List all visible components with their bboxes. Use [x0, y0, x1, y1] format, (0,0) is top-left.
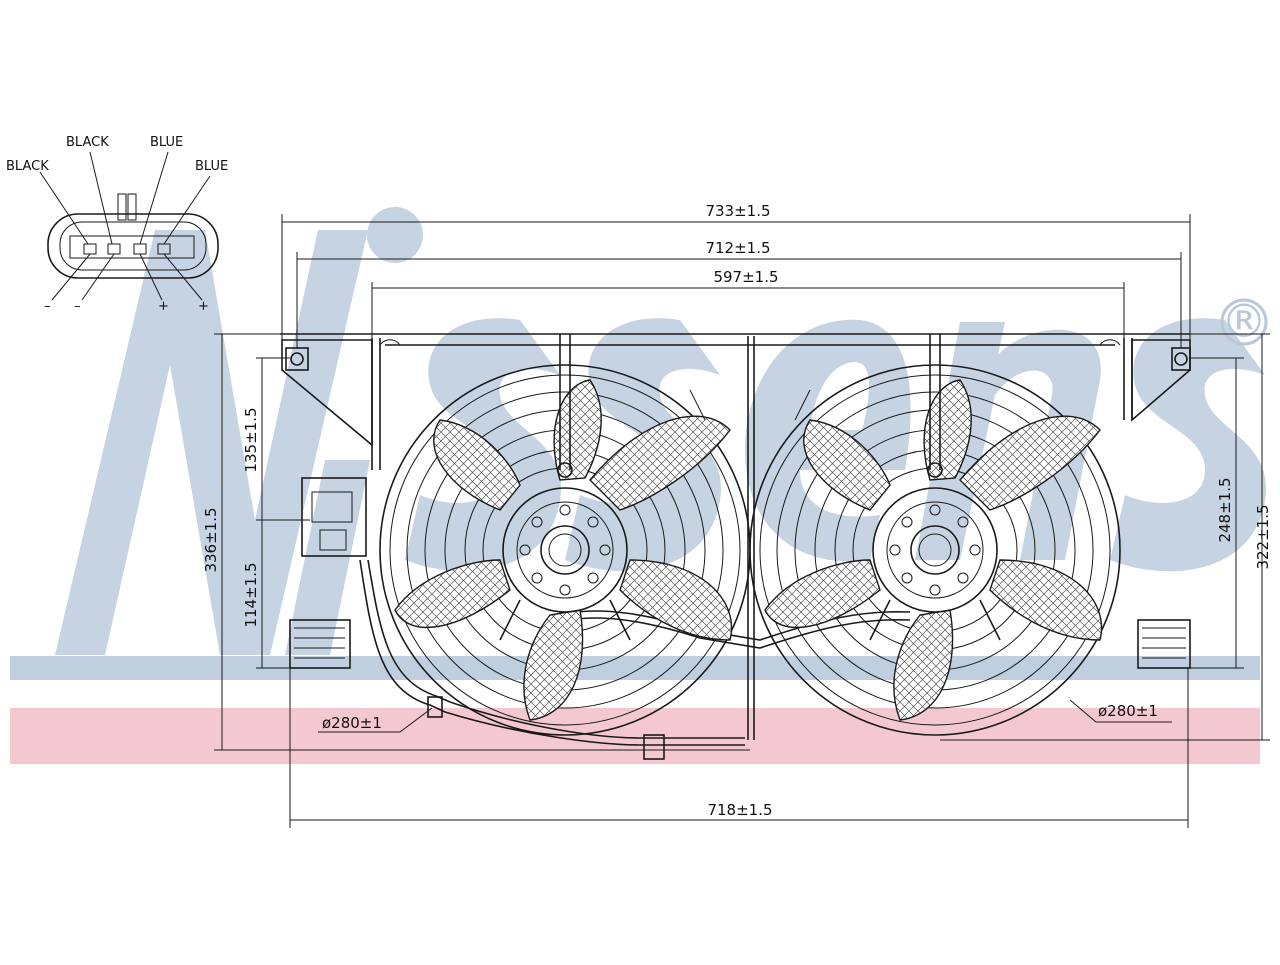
- left-fan-hub: [502, 487, 628, 613]
- polarity-4: +: [198, 299, 209, 314]
- watermark-pink-band: [10, 708, 1260, 764]
- dim-lower-offset: 114±1.5: [242, 562, 260, 627]
- right-fan: [749, 334, 1121, 736]
- polarity-2: –: [74, 299, 81, 314]
- connector-body: [47, 213, 219, 279]
- dimension-lines: [214, 214, 1270, 828]
- fan-shroud: [280, 333, 1191, 760]
- wire-label-3: BLUE: [150, 135, 183, 150]
- connector-pin-1: [83, 243, 97, 255]
- dim-right-hole-height: 248±1.5: [1216, 477, 1234, 542]
- connector-diagram: BLACK BLACK BLUE BLUE – – + +: [6, 135, 228, 314]
- watermark-blue-band: [10, 656, 1260, 680]
- dim-left-fan-diameter: ø280±1: [322, 714, 382, 732]
- dim-right-fan-diameter: ø280±1: [1098, 702, 1158, 720]
- polarity-1: –: [44, 299, 51, 314]
- dim-right-height: 322±1.5: [1254, 504, 1272, 569]
- connector-pin-2: [107, 243, 121, 255]
- polarity-3: +: [158, 299, 169, 314]
- motor-connector: [301, 477, 367, 557]
- registered-mark-ring: [1220, 298, 1268, 346]
- dim-shroud-width: 597±1.5: [713, 268, 778, 286]
- connector-pin-3: [133, 243, 147, 255]
- dim-bottom-width: 718±1.5: [707, 801, 772, 819]
- dim-total-height: 336±1.5: [202, 507, 220, 572]
- dimension-labels: 733±1.5 712±1.5 597±1.5 718±1.5 336±1.5 …: [202, 200, 1272, 819]
- dim-upper-offset: 135±1.5: [242, 407, 260, 472]
- watermark-letters: [55, 207, 1267, 655]
- dim-overall-width: 733±1.5: [705, 202, 770, 220]
- left-fan: [379, 334, 751, 736]
- wire-label-2: BLACK: [66, 135, 109, 150]
- dim-mount-hole-spacing: 712±1.5: [705, 239, 770, 257]
- wire-label-1: BLACK: [6, 159, 49, 174]
- wire-label-4: BLUE: [195, 159, 228, 174]
- watermark: ®: [10, 207, 1268, 764]
- right-fan-hub: [872, 487, 998, 613]
- registered-mark: ®: [1221, 294, 1267, 348]
